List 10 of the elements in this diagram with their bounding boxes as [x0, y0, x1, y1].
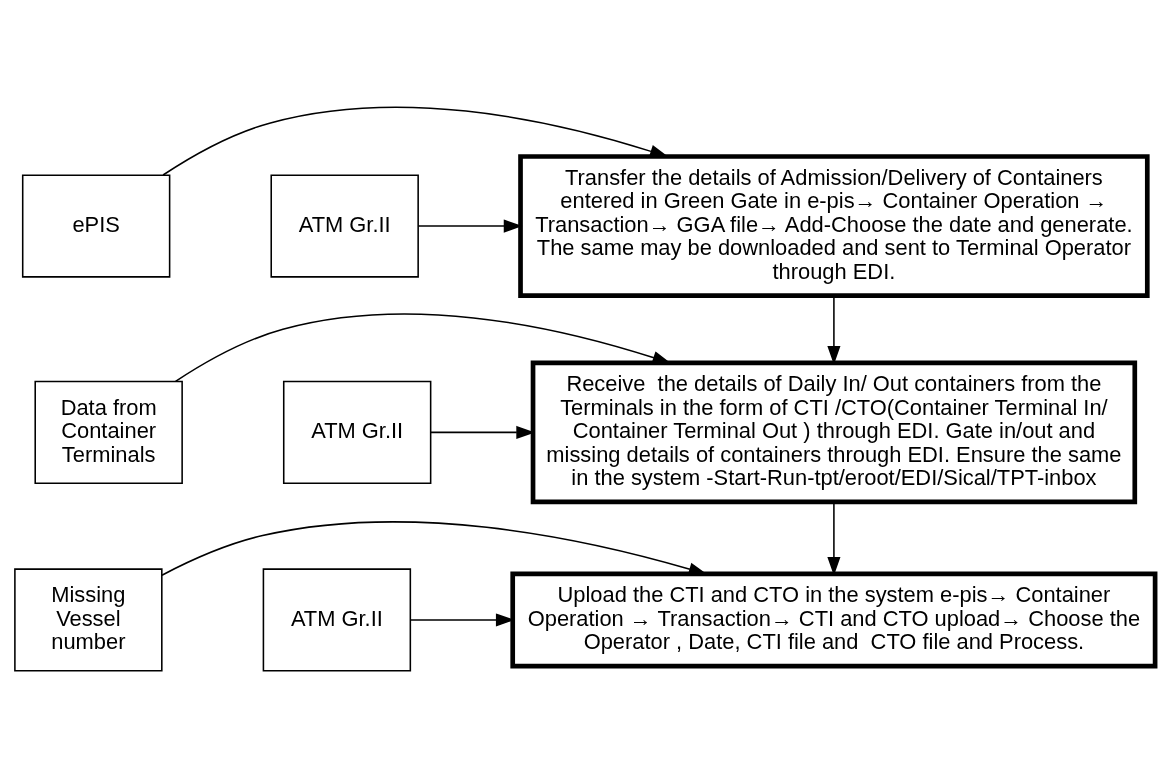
node-box: Receive the details of Daily In/ Out containers from the Terminals in the form of CTI /CTO(Container Terminal In/ Container Terminal Out ) through EDI. Gate in/out and missing details of containers through EDI. Ensure the same in the system -Start-Run-tpt/eroot/EDI/Sical/TPT-inbox — [530, 360, 1138, 504]
node-box: ATM Gr.II — [270, 174, 419, 278]
node-box: Missing Vessel number — [14, 567, 163, 672]
node-box: Data from Container Terminals — [34, 380, 183, 484]
arrow — [162, 105, 669, 176]
node-box: Transfer the details of Admission/Delivery of Containers entered in Green Gate in e-pis→ Container Operation → Transaction→ GGA file→ Add-Choose the date and generate. The same may be downloaded and sent to Terminal Operator through EDI. — [518, 153, 1150, 298]
node-box: Upload the CTI and CTO in the system e-pis→ Container Operation → Transaction→ CTI and CTO upload→ Choose the Operator , Date, CTI file and CTO file and Process. — [510, 571, 1158, 668]
node-box: ATM Gr.II — [262, 567, 412, 672]
node-box: ATM Gr.II — [282, 380, 432, 484]
node-box: ePIS — [21, 174, 171, 278]
